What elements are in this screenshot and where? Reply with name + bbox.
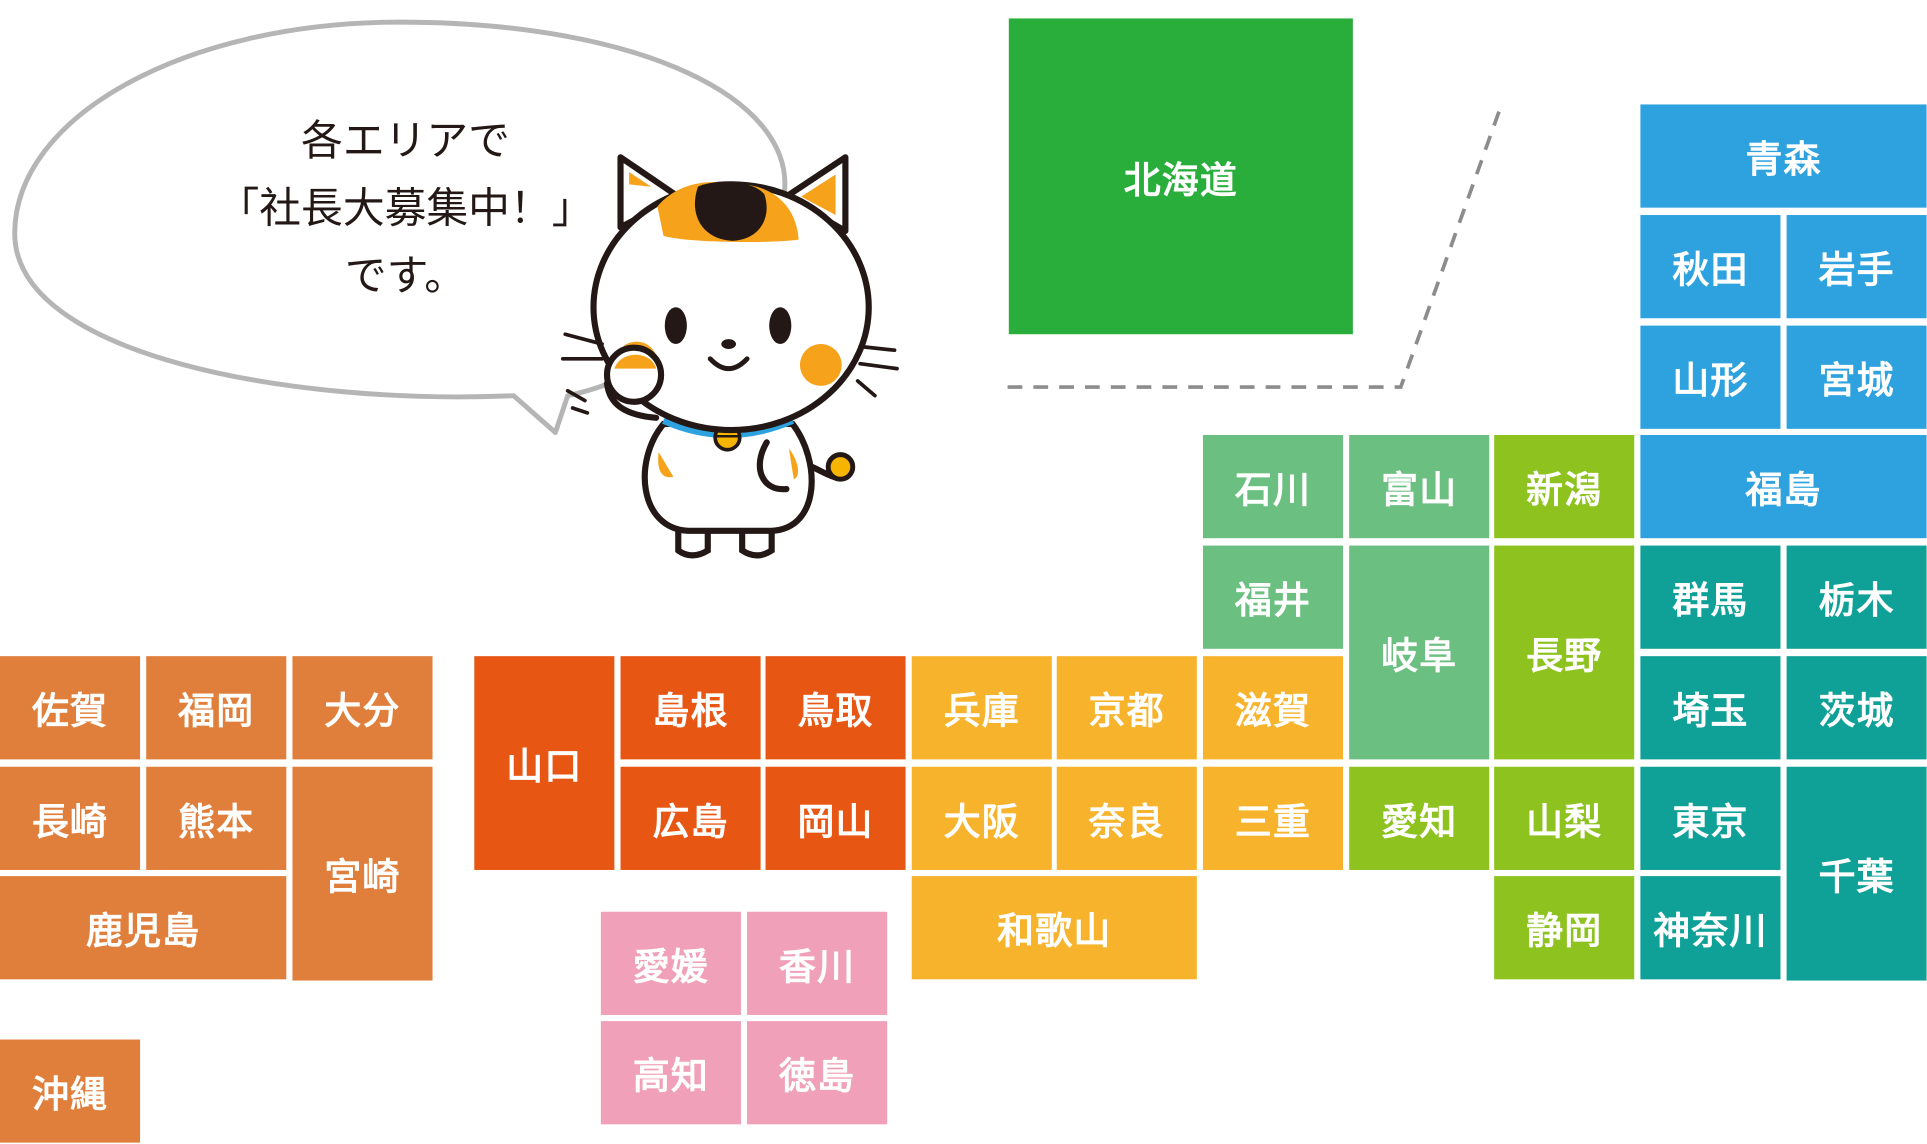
bubble-line-1: 各エリアで: [301, 116, 510, 166]
pref-kanagawa[interactable]: 神奈川: [1640, 876, 1781, 980]
pref-kyoto[interactable]: 京都: [1056, 656, 1197, 760]
pref-ibaraki[interactable]: 茨城: [1786, 656, 1927, 760]
pref-okinawa[interactable]: 沖縄: [0, 1039, 141, 1143]
pref-kochi[interactable]: 高知: [600, 1021, 741, 1125]
pref-fukushima[interactable]: 福島: [1640, 434, 1927, 539]
bubble-line-3: です。: [344, 251, 467, 302]
pref-yamaguchi[interactable]: 山口: [474, 656, 615, 870]
pref-nara[interactable]: 奈良: [1056, 766, 1197, 870]
pref-akita[interactable]: 秋田: [1640, 215, 1781, 319]
pref-aichi[interactable]: 愛知: [1349, 766, 1490, 870]
pref-saga[interactable]: 佐賀: [0, 656, 141, 760]
pref-tokyo[interactable]: 東京: [1640, 766, 1781, 870]
pref-kumamoto[interactable]: 熊本: [146, 766, 287, 870]
pref-tottori[interactable]: 鳥取: [765, 656, 906, 760]
pref-hyogo[interactable]: 兵庫: [911, 656, 1052, 760]
pref-iwate[interactable]: 岩手: [1786, 215, 1927, 319]
pref-fukui[interactable]: 福井: [1202, 545, 1344, 649]
pref-nagano[interactable]: 長野: [1494, 545, 1635, 760]
pref-gunma[interactable]: 群馬: [1640, 545, 1781, 649]
pref-fukuoka[interactable]: 福岡: [146, 656, 287, 760]
pref-aomori[interactable]: 青森: [1640, 104, 1927, 208]
pref-kagoshima[interactable]: 鹿児島: [0, 876, 287, 980]
speech-bubble-text: 各エリアで 「社長大募集中！」 です。: [160, 108, 652, 311]
pref-saitama[interactable]: 埼玉: [1640, 656, 1781, 760]
pref-niigata[interactable]: 新潟: [1494, 434, 1635, 539]
pref-oita[interactable]: 大分: [292, 656, 433, 760]
pref-hokkaido[interactable]: 北海道: [1008, 18, 1353, 335]
cat-mascot-icon: [560, 154, 899, 559]
pref-hiroshima[interactable]: 広島: [620, 766, 761, 870]
pref-tokushima[interactable]: 徳島: [747, 1021, 888, 1125]
bubble-line-2: 「社長大募集中！」: [217, 184, 594, 234]
pref-wakayama[interactable]: 和歌山: [911, 876, 1197, 980]
pref-toyama[interactable]: 富山: [1349, 434, 1490, 539]
pref-shimane[interactable]: 島根: [620, 656, 761, 760]
pref-shizuoka[interactable]: 静岡: [1494, 876, 1635, 980]
pref-chiba[interactable]: 千葉: [1786, 766, 1927, 981]
pref-okayama[interactable]: 岡山: [765, 766, 906, 870]
pref-mie[interactable]: 三重: [1202, 766, 1344, 870]
pref-gifu[interactable]: 岐阜: [1349, 545, 1490, 760]
pref-miyagi[interactable]: 宮城: [1786, 325, 1927, 429]
pref-miyazaki[interactable]: 宮崎: [292, 766, 433, 981]
hokkaido-divider-line: [1007, 103, 1504, 389]
pref-osaka[interactable]: 大阪: [911, 766, 1052, 870]
pref-shiga[interactable]: 滋賀: [1202, 656, 1344, 760]
pref-tochigi[interactable]: 栃木: [1786, 545, 1927, 649]
pref-yamanashi[interactable]: 山梨: [1494, 766, 1635, 870]
pref-kagawa[interactable]: 香川: [747, 911, 888, 1015]
pref-yamagata[interactable]: 山形: [1640, 325, 1781, 429]
pref-ishikawa[interactable]: 石川: [1202, 434, 1344, 539]
pref-ehime[interactable]: 愛媛: [600, 911, 741, 1015]
pref-nagasaki[interactable]: 長崎: [0, 766, 141, 870]
